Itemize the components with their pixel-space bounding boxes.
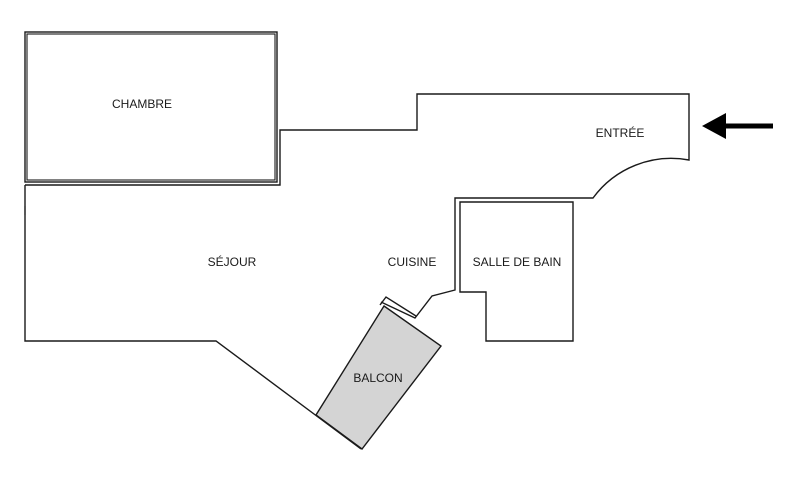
room-chambre (24, 31, 278, 183)
label-cuisine: CUISINE (388, 255, 437, 269)
arrow-left-icon (702, 113, 773, 139)
label-balcon: BALCON (353, 371, 402, 385)
label-salle-de-bain: SALLE DE BAIN (473, 255, 562, 269)
label-chambre: CHAMBRE (112, 97, 172, 111)
room-balcon (315, 305, 442, 450)
label-entree: ENTRÉE (596, 125, 645, 140)
main-walls (24, 93, 690, 450)
balcony-wall (379, 296, 417, 317)
label-sejour: SÉJOUR (208, 254, 257, 269)
room-salle-de-bain (459, 201, 574, 342)
